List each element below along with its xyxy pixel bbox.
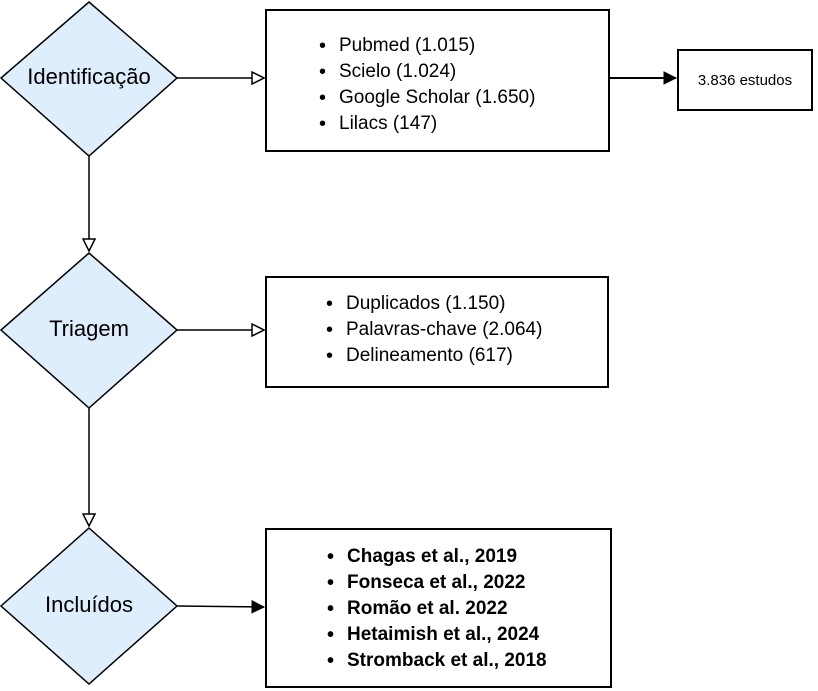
diamond-incluidos: [0, 526, 179, 686]
list-item: Lilacs (147): [315, 111, 608, 137]
list-item: Chagas et al., 2019: [323, 544, 610, 570]
list-item: Palavras-chave (2.064): [322, 317, 607, 343]
list-item: Romão et al. 2022: [323, 596, 610, 622]
arrow-incluidos-to-studies: [176, 606, 264, 607]
list-item: Pubmed (1.015): [315, 33, 608, 59]
included-studies-list: Chagas et al., 2019 Fonseca et al., 2022…: [323, 544, 610, 674]
exclusions-box: Duplicados (1.150) Palavras-chave (2.064…: [265, 276, 609, 388]
label-incluidos: Incluídos: [44, 592, 134, 617]
list-item: Fonseca et al., 2022: [323, 570, 610, 596]
label-identificacao: Identificação: [27, 64, 151, 89]
list-item: Duplicados (1.150): [322, 291, 607, 317]
list-item: Scielo (1.024): [315, 59, 608, 85]
total-box: 3.836 estudos: [677, 49, 813, 111]
list-item: Hetaimish et al., 2024: [323, 622, 610, 648]
included-studies-box: Chagas et al., 2019 Fonseca et al., 2022…: [265, 528, 612, 688]
label-triagem: Triagem: [49, 316, 129, 341]
list-item: Delineamento (617): [322, 343, 607, 369]
sources-box: Pubmed (1.015) Scielo (1.024) Google Sch…: [265, 9, 610, 152]
exclusions-list: Duplicados (1.150) Palavras-chave (2.064…: [322, 291, 607, 369]
sources-list: Pubmed (1.015) Scielo (1.024) Google Sch…: [315, 33, 608, 137]
list-item: Stromback et al., 2018: [323, 648, 610, 674]
list-item: Google Scholar (1.650): [315, 85, 608, 111]
total-label: 3.836 estudos: [697, 71, 793, 89]
